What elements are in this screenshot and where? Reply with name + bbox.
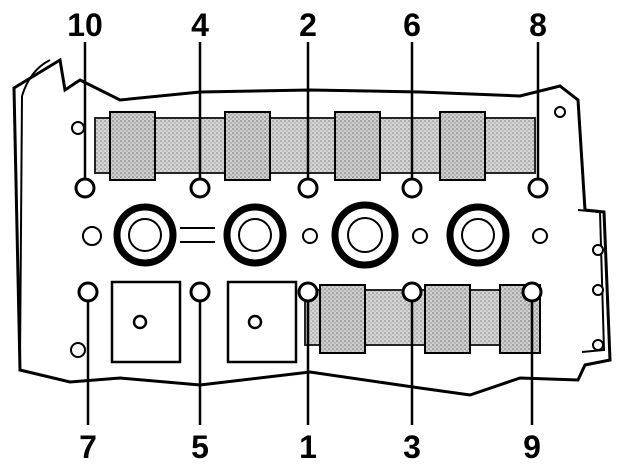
head-bolt-8 — [527, 177, 549, 199]
callout-top-2: 4 — [191, 7, 209, 43]
callout-bottom-1: 7 — [79, 429, 97, 465]
camshaft-upper — [94, 111, 536, 181]
head-bolt-6 — [401, 177, 423, 199]
bearing-caps — [110, 280, 298, 364]
callout-bottom-4: 3 — [403, 429, 421, 465]
camshaft-lower — [304, 284, 541, 354]
head-bolt-10 — [74, 177, 96, 199]
callout-top-1: 10 — [67, 7, 103, 43]
callout-top-4: 6 — [403, 7, 421, 43]
head-bolt-3 — [401, 281, 423, 303]
head-bolt-5 — [189, 281, 211, 303]
head-bolt-7 — [77, 281, 99, 303]
callout-bottom-2: 5 — [191, 429, 209, 465]
head-bolts — [74, 177, 549, 303]
callout-bottom-3: 1 — [299, 429, 317, 465]
callout-top-5: 8 — [529, 7, 547, 43]
perimeter-bolts — [70, 106, 604, 358]
callout-labels: 10 4 2 6 8 7 5 1 3 9 — [67, 7, 547, 465]
head-bolt-1 — [297, 281, 319, 303]
leader-lines — [83, 42, 540, 425]
plug-bores — [113, 201, 510, 269]
head-bolt-4 — [189, 177, 211, 199]
callout-top-3: 2 — [299, 7, 317, 43]
head-bolt-9 — [521, 281, 543, 303]
head-bolt-2 — [297, 177, 319, 199]
callout-bottom-5: 9 — [523, 429, 541, 465]
